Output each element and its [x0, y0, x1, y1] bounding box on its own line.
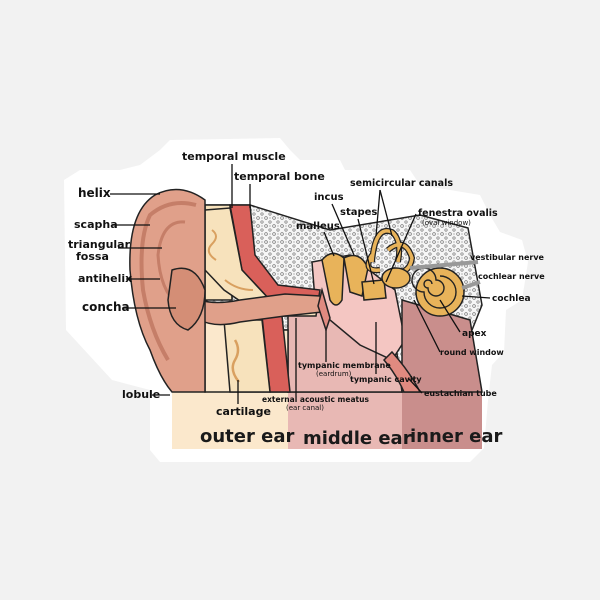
- label-cochlear-nerve-text: cochlear nerve: [478, 272, 545, 281]
- label-cochlear-nerve: cochlear nerve: [478, 272, 545, 281]
- label-round-window-text: round window: [440, 348, 504, 357]
- label-triangular-text: triangular: [68, 238, 131, 251]
- label-round-window: round window: [413, 299, 504, 357]
- label-vestibular-nerve: vestibular nerve: [470, 253, 545, 262]
- label-triangular-fossa: triangular fossa: [68, 238, 162, 263]
- label-fenestra-ovalis: fenestra ovalis (oval window): [385, 208, 498, 283]
- label-apex-text: apex: [462, 329, 487, 339]
- label-helix: helix: [78, 186, 160, 200]
- label-cochlea-text: cochlea: [492, 294, 531, 304]
- label-tympanic-cavity: tympanic cavity: [350, 322, 422, 384]
- label-antihelix: antihelix: [78, 272, 160, 285]
- label-fossa-text: fossa: [76, 250, 109, 263]
- label-eustachian-tube-text: eustachian tube: [424, 389, 497, 398]
- cartilage-squiggle: [231, 339, 240, 383]
- label-helix-text: helix: [78, 186, 111, 200]
- section-outer-ear: outer ear: [200, 426, 294, 447]
- label-malleus-text: malleus: [296, 221, 340, 232]
- label-tympanic-membrane: tympanic membrane (eardrum): [298, 330, 391, 378]
- label-cartilage: cartilage: [216, 380, 271, 418]
- label-concha-text: concha: [82, 300, 130, 314]
- label-antihelix-text: antihelix: [78, 272, 132, 285]
- outer-ear-band: [172, 392, 288, 449]
- label-lobule-text: lobule: [122, 388, 160, 401]
- cochlea-shape: [411, 267, 465, 317]
- malleus: [321, 252, 345, 306]
- middle-ear-band: [288, 392, 402, 449]
- label-temporal-muscle-text: temporal muscle: [182, 150, 286, 163]
- label-semicircular-canals: semicircular canals: [350, 178, 453, 237]
- concha-bowl: [167, 267, 206, 331]
- label-lobule: lobule: [122, 388, 170, 401]
- label-stapes: stapes: [340, 207, 377, 285]
- label-temporal-bone-text: temporal bone: [234, 170, 325, 183]
- label-fenestra-ovalis-text: fenestra ovalis: [418, 208, 498, 219]
- label-scapha-text: scapha: [74, 218, 118, 231]
- vestibular-nerve-line: [409, 260, 479, 270]
- label-tympanic-membrane-sub: (eardrum): [316, 370, 352, 378]
- section-inner-ear: inner ear: [410, 426, 503, 447]
- label-malleus: malleus: [296, 221, 340, 257]
- label-external-meatus-sub: (ear canal): [286, 404, 324, 412]
- label-external-meatus-text: external acoustic meatus: [262, 395, 369, 404]
- label-eustachian-tube: eustachian tube: [407, 377, 497, 398]
- inner-ear-band: [402, 392, 482, 449]
- label-incus-text: incus: [314, 192, 344, 203]
- label-tympanic-cavity-text: tympanic cavity: [350, 375, 422, 384]
- label-concha: concha: [82, 300, 176, 314]
- lower-bone-strip: [223, 319, 271, 393]
- label-external-meatus: external acoustic meatus (ear canal): [262, 318, 369, 412]
- vestibule: [381, 267, 411, 289]
- label-scapha: scapha: [74, 218, 150, 231]
- label-temporal-muscle: temporal muscle: [182, 150, 286, 208]
- section-middle-ear: middle ear: [303, 428, 412, 449]
- label-stapes-text: stapes: [340, 207, 377, 218]
- label-incus: incus: [314, 192, 355, 256]
- label-vestibular-nerve-text: vestibular nerve: [470, 253, 545, 262]
- cochlear-nerve-line: [461, 280, 481, 290]
- pinna-helix-fold: [139, 201, 197, 362]
- bone-squiggle: [207, 229, 254, 291]
- label-fenestra-ovalis-sub: (oval window): [422, 219, 471, 227]
- label-semicircular-canals-text: semicircular canals: [350, 178, 453, 189]
- label-temporal-bone: temporal bone: [234, 170, 325, 208]
- label-apex: apex: [439, 299, 487, 339]
- stapes: [361, 279, 387, 301]
- label-cartilage-text: cartilage: [216, 405, 271, 418]
- label-tympanic-membrane-text: tympanic membrane: [298, 361, 391, 370]
- label-cochlea: cochlea: [461, 294, 531, 304]
